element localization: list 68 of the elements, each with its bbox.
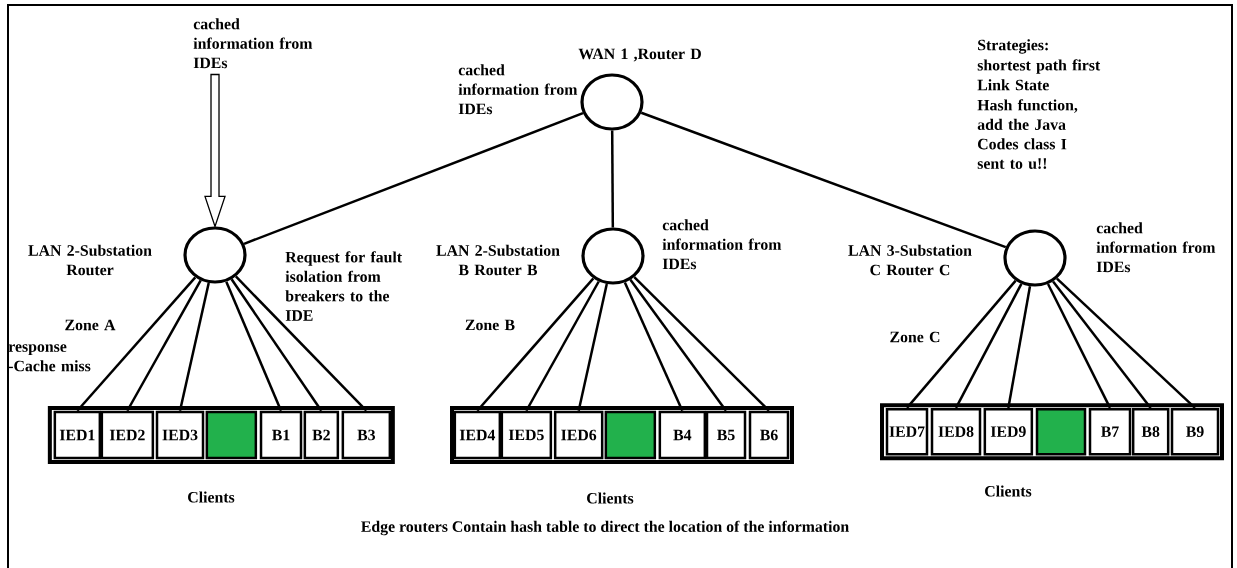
cell: IED2 — [100, 410, 155, 460]
client-strip — [450, 406, 794, 464]
connector-line — [525, 280, 600, 412]
node-label: cached information from IDEs — [458, 64, 578, 115]
connector-line — [76, 276, 197, 412]
cell: IED6 — [553, 410, 604, 460]
connector-line — [906, 279, 1017, 409]
connector-line — [178, 282, 210, 411]
client-strip — [47, 406, 395, 464]
note-text: Zone A — [65, 319, 116, 331]
client-strip — [880, 403, 1224, 461]
note-text: response -Cache miss — [8, 344, 91, 372]
node-label: LAN 3-Substation C Router C — [848, 244, 972, 276]
connector-line — [577, 283, 608, 411]
cell: IED7 — [885, 407, 929, 456]
cell: B7 — [1088, 407, 1132, 456]
note-text: cached information from IDEs — [193, 18, 313, 69]
node-label: Clients — [587, 492, 634, 504]
connector-line — [1046, 283, 1112, 409]
connector-line — [235, 275, 368, 412]
router-circle — [183, 226, 247, 284]
connector-line — [126, 279, 202, 412]
cell: B4 — [658, 410, 707, 460]
cell: B6 — [748, 410, 790, 460]
node-label: Clients — [985, 485, 1032, 497]
cell: B1 — [259, 410, 303, 460]
note-text: Request for fault isolation from breakers to the IDE — [285, 251, 402, 321]
block-arrow — [204, 73, 226, 229]
cell: IED5 — [500, 410, 553, 460]
connector-line — [629, 279, 727, 412]
cell: B8 — [1131, 407, 1170, 456]
node-label: cached information from IDEs — [662, 219, 782, 270]
note-text: shortest path first — [977, 59, 1101, 74]
note-text: Link State — [977, 79, 1049, 91]
connector-line — [623, 282, 684, 412]
router-circle — [581, 227, 645, 285]
caption: Edge routers Contain hash table to direct the location of the information — [361, 520, 849, 536]
connector-line — [230, 278, 323, 412]
connector-line — [610, 130, 615, 228]
note-text: Zone B — [465, 319, 515, 331]
connector-line — [954, 283, 1023, 409]
node-label: Clients — [188, 491, 235, 503]
connector-line — [1007, 286, 1032, 409]
cell: IED1 — [53, 410, 102, 460]
connector-line — [225, 281, 283, 412]
note-text: Hash function, add the Java Codes class I sent to u!! — [977, 99, 1078, 169]
connector-line — [243, 112, 584, 245]
connector-line — [640, 111, 1007, 249]
node-label: LAN 2-Substation Router — [28, 244, 152, 276]
node-label: WAN 1 ,Router D — [578, 48, 701, 62]
note-text: Zone C — [890, 331, 940, 343]
cell: IED3 — [155, 410, 205, 460]
cell: IED4 — [453, 410, 502, 460]
cell: B2 — [303, 410, 340, 460]
connector-line — [476, 277, 595, 412]
cell: B3 — [341, 410, 392, 460]
cell: IED8 — [930, 407, 982, 456]
node-label: cached information from IDEs — [1096, 222, 1216, 273]
router-circle — [580, 73, 644, 131]
node-label: LAN 2-Substation B Router B — [436, 244, 560, 276]
connector-line — [1056, 277, 1196, 409]
cell: IED9 — [983, 407, 1034, 456]
router-circle — [1003, 229, 1067, 287]
connector-line — [1052, 280, 1152, 409]
note-text: Strategies: — [978, 39, 1048, 54]
cell: B9 — [1170, 407, 1220, 456]
connector-line — [633, 276, 770, 412]
cell: B5 — [705, 410, 747, 460]
